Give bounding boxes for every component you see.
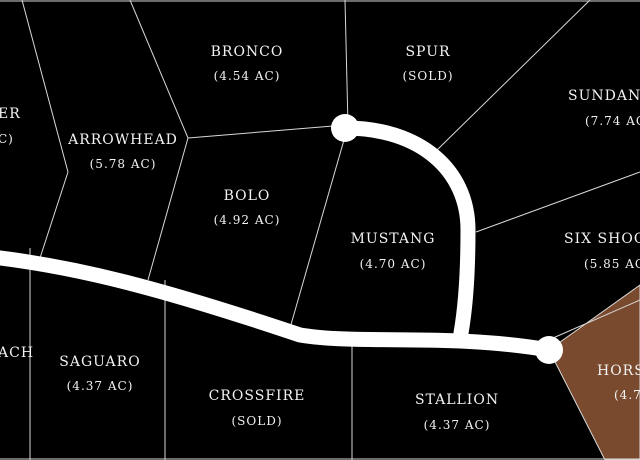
lot-size-spur: (SOLD) [402, 69, 453, 83]
lot-label-bolo: BOLO [224, 188, 271, 204]
lot-label-mustang: MUSTANG [351, 231, 436, 247]
main-road [0, 250, 557, 358]
lot-label-horse: HORS [597, 363, 640, 379]
lot-size-crossfire: (SOLD) [231, 414, 282, 428]
lot-labels: ER C) ARROWHEAD (5.78 AC) BRONCO (4.54 A… [0, 44, 640, 432]
cul-de-sac-road [337, 120, 476, 341]
lot-label-saguaro: SAGUARO [59, 354, 140, 370]
lot-size-saguaro: (4.37 AC) [67, 379, 134, 393]
lot-label-partial-left-top: ER [0, 106, 21, 122]
lot-size-arrowhead: (5.78 AC) [90, 157, 157, 171]
lot-label-bronco: BRONCO [211, 44, 284, 60]
lot-horse-shape[interactable] [548, 284, 640, 460]
lot-size-stallion: (4.37 AC) [424, 418, 491, 432]
lot-size-six-shooter: (5.85 AC) [584, 257, 640, 271]
lot-label-partial-left-bottom: ACH [0, 345, 34, 361]
lot-label-sundance: SUNDANC [568, 88, 640, 104]
lot-label-spur: SPUR [405, 44, 450, 60]
lot-size-partial-left-top: C) [0, 132, 14, 146]
cul-de-sac-end-right [535, 336, 563, 364]
lot-label-stallion: STALLION [415, 392, 499, 408]
lot-size-mustang: (4.70 AC) [360, 257, 427, 271]
road-network [0, 114, 563, 364]
lot-size-horse: (4.7 [614, 388, 640, 402]
lot-size-bronco: (4.54 AC) [214, 69, 281, 83]
lot-label-arrowhead: ARROWHEAD [67, 132, 178, 148]
lot-label-crossfire: CROSSFIRE [209, 388, 306, 404]
cul-de-sac-end-top [331, 114, 359, 142]
lot-size-sundance: (7.74 AC) [585, 114, 640, 128]
lot-size-bolo: (4.92 AC) [214, 213, 281, 227]
lot-label-six-shooter: SIX SHOOT [564, 231, 640, 247]
